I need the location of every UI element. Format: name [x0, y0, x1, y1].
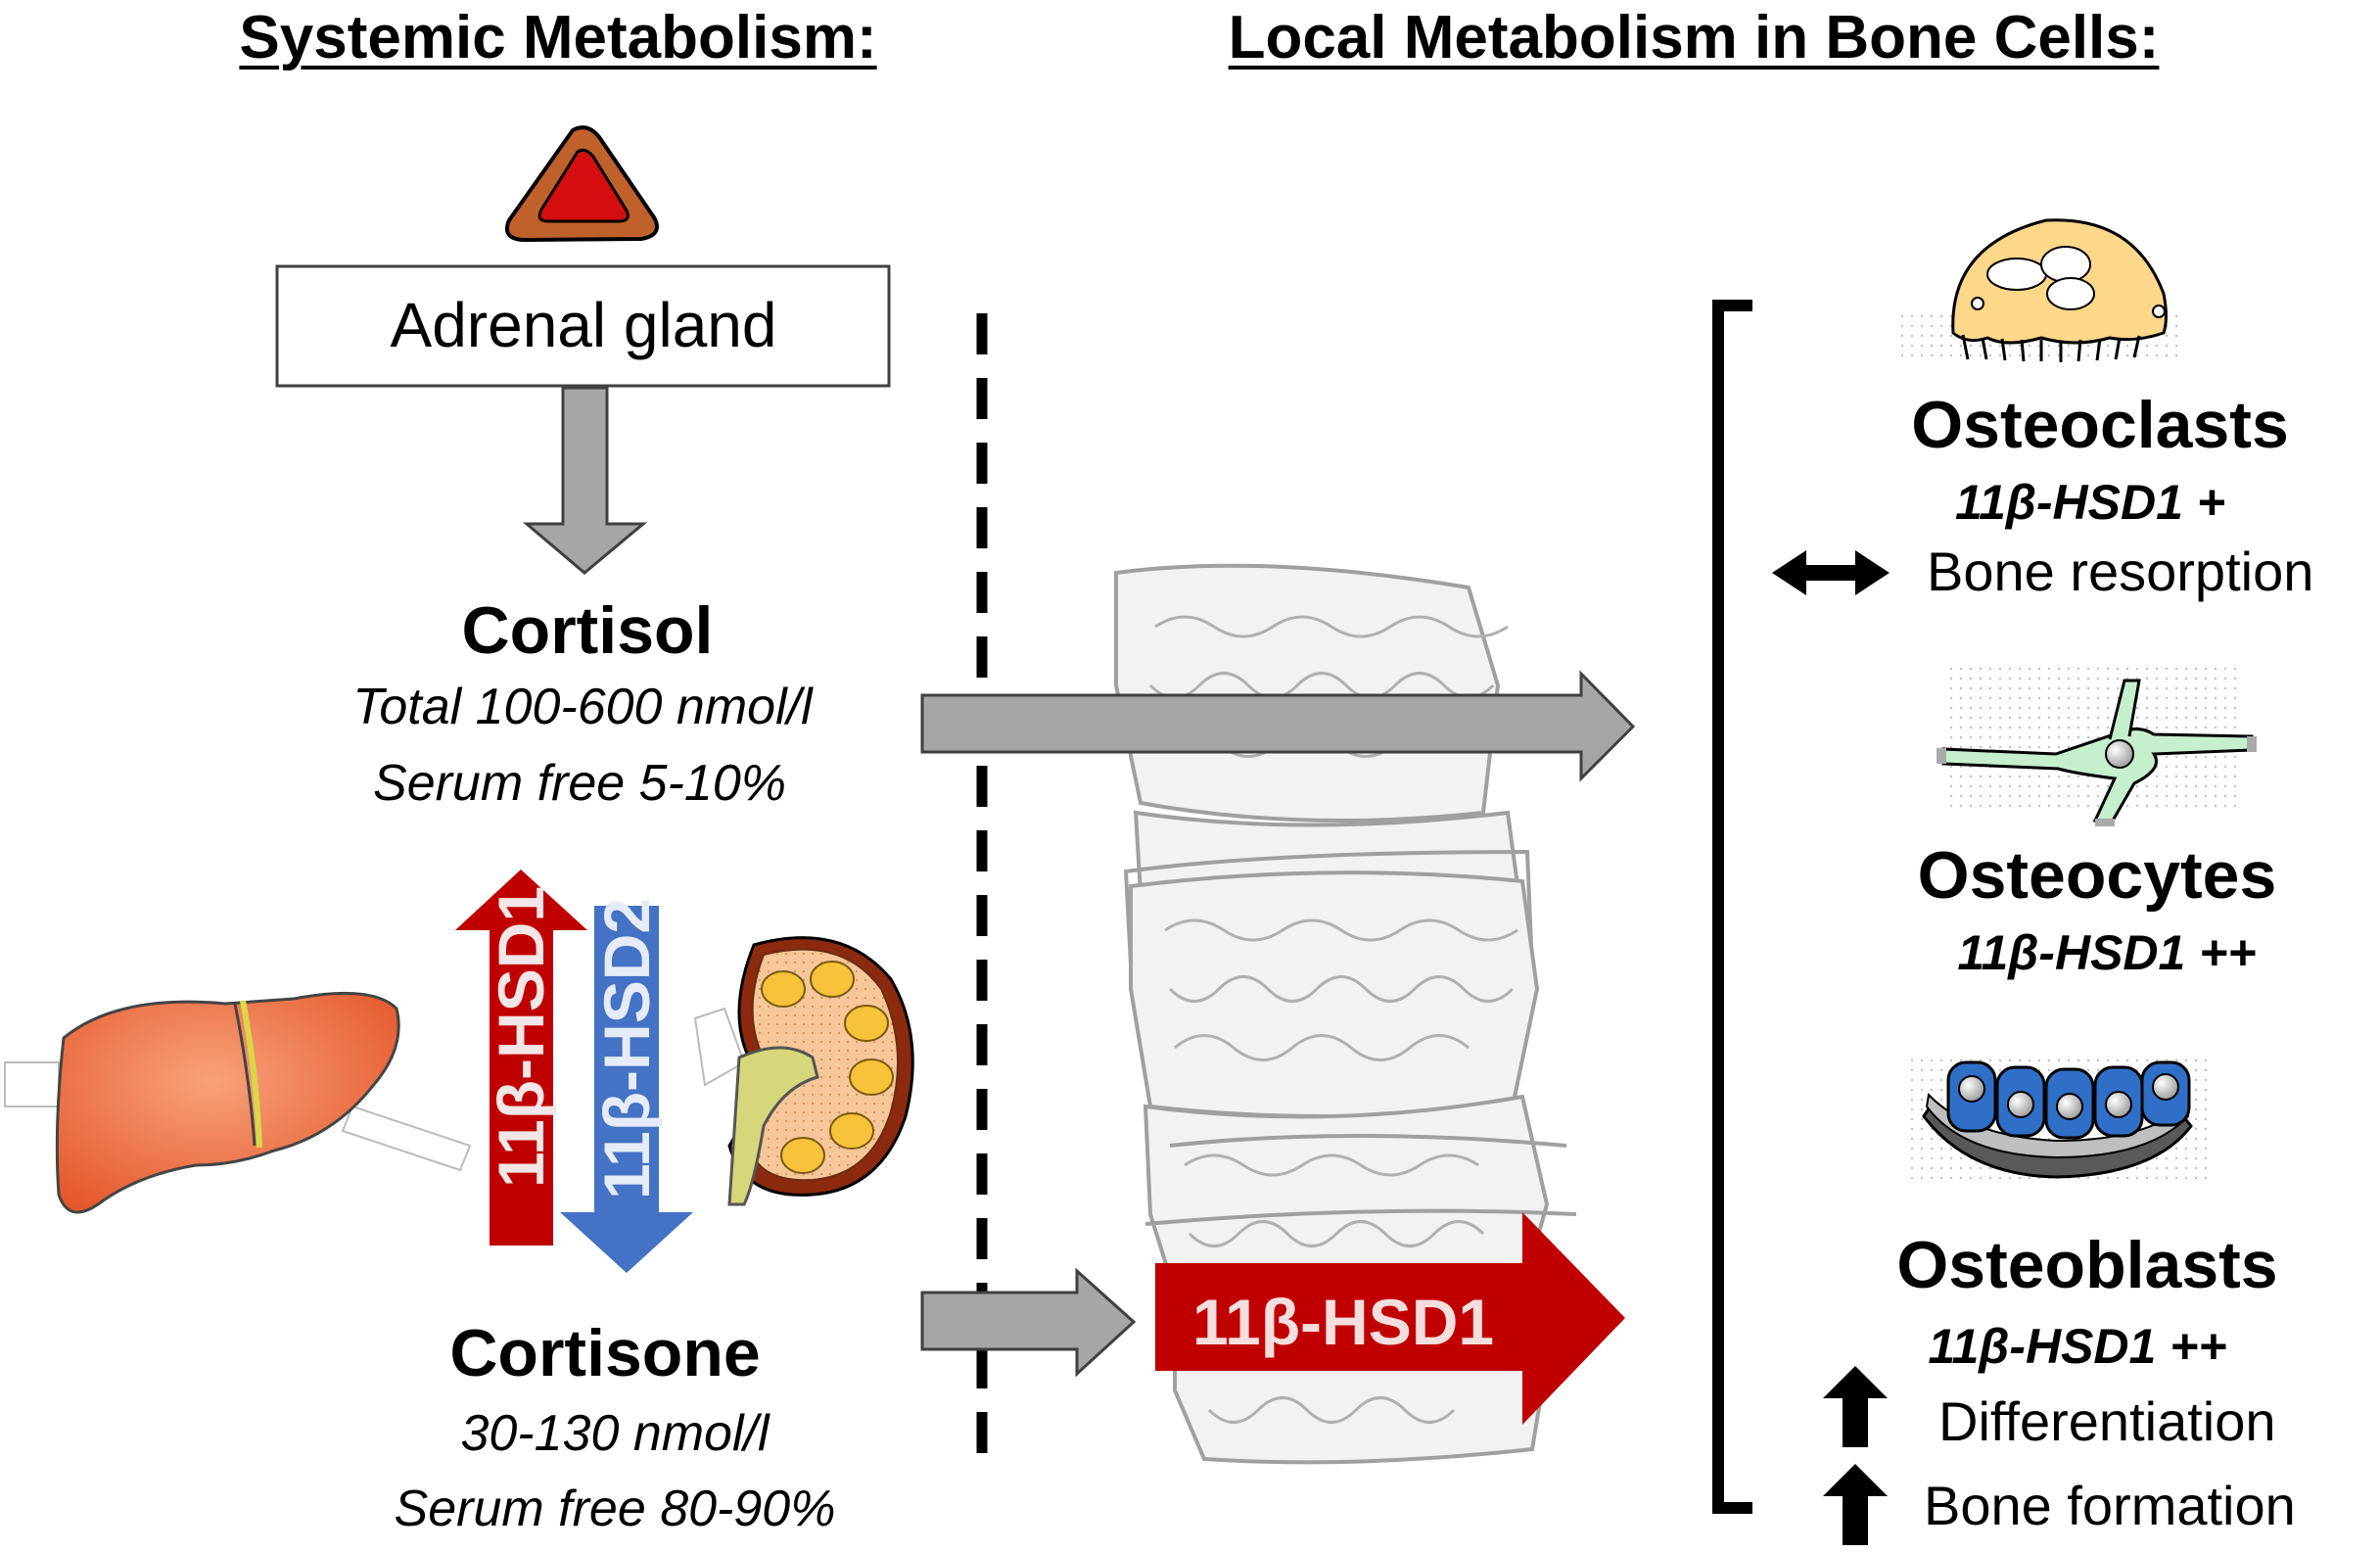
cortisone-title: Cortisone [449, 1316, 761, 1390]
local-hsd1-label: 11β-HSD1 [1192, 1286, 1495, 1358]
down-arrow-gray [522, 386, 648, 575]
hsd2-down-label: 11β-HSD2 [590, 897, 663, 1199]
osteocytes-title: Osteocytes [1917, 838, 2277, 913]
osteoclasts-title: Osteoclasts [1911, 388, 2289, 462]
bone-cells-bracket [1712, 300, 1752, 1514]
cortisol-serum-free: Serum free 5-10% [373, 755, 786, 812]
osteoblasts-enzyme: 11β-HSD1 ++ [1928, 1319, 2227, 1374]
up-arrow-differentiation-icon [1823, 1366, 1888, 1447]
local-hsd1-arrow [1155, 1212, 1625, 1425]
cortisone-arrow-gray [920, 1267, 1137, 1378]
osteocyte-icon [1937, 666, 2257, 826]
osteoclasts-enzyme: 11β-HSD1 + [1954, 475, 2226, 530]
cortisone-total: 30-130 nmol/l [460, 1405, 770, 1462]
adrenal-gland-label: Adrenal gland [390, 290, 777, 360]
cortisone-serum-free: Serum free 80-90% [394, 1481, 836, 1537]
osteoblasts-title: Osteoblasts [1896, 1228, 2278, 1302]
adrenal-gland-icon [504, 125, 659, 243]
hsd2-down-arrow [560, 906, 693, 1273]
osteoblast-icon [1904, 1058, 2208, 1185]
cortisol-to-bone-arrow [920, 670, 1636, 782]
local-metabolism-header: Local Metabolism in Bone Cells: [1228, 4, 2160, 71]
bone-resorption-label: Bone resorption [1927, 541, 2314, 602]
hsd1-up-arrow [455, 870, 587, 1246]
systemic-metabolism-header: Systemic Metabolism: [239, 4, 877, 71]
hsd1-up-label: 11β-HSD1 [485, 885, 557, 1188]
osteocytes-enzyme: 11β-HSD1 ++ [1957, 925, 2257, 980]
kidney-icon [693, 936, 914, 1206]
adrenal-gland-box [275, 264, 891, 388]
liver-icon [4, 991, 472, 1214]
osteoclast-icon [1899, 218, 2183, 362]
up-arrow-bone-formation-icon [1823, 1464, 1888, 1545]
cortisol-total: Total 100-600 nmol/l [352, 679, 813, 735]
double-arrow-icon [1772, 550, 1890, 595]
differentiation-label: Differentiation [1938, 1390, 2276, 1452]
bone-formation-label: Bone formation [1924, 1475, 2296, 1536]
cortisol-title: Cortisol [461, 593, 714, 668]
